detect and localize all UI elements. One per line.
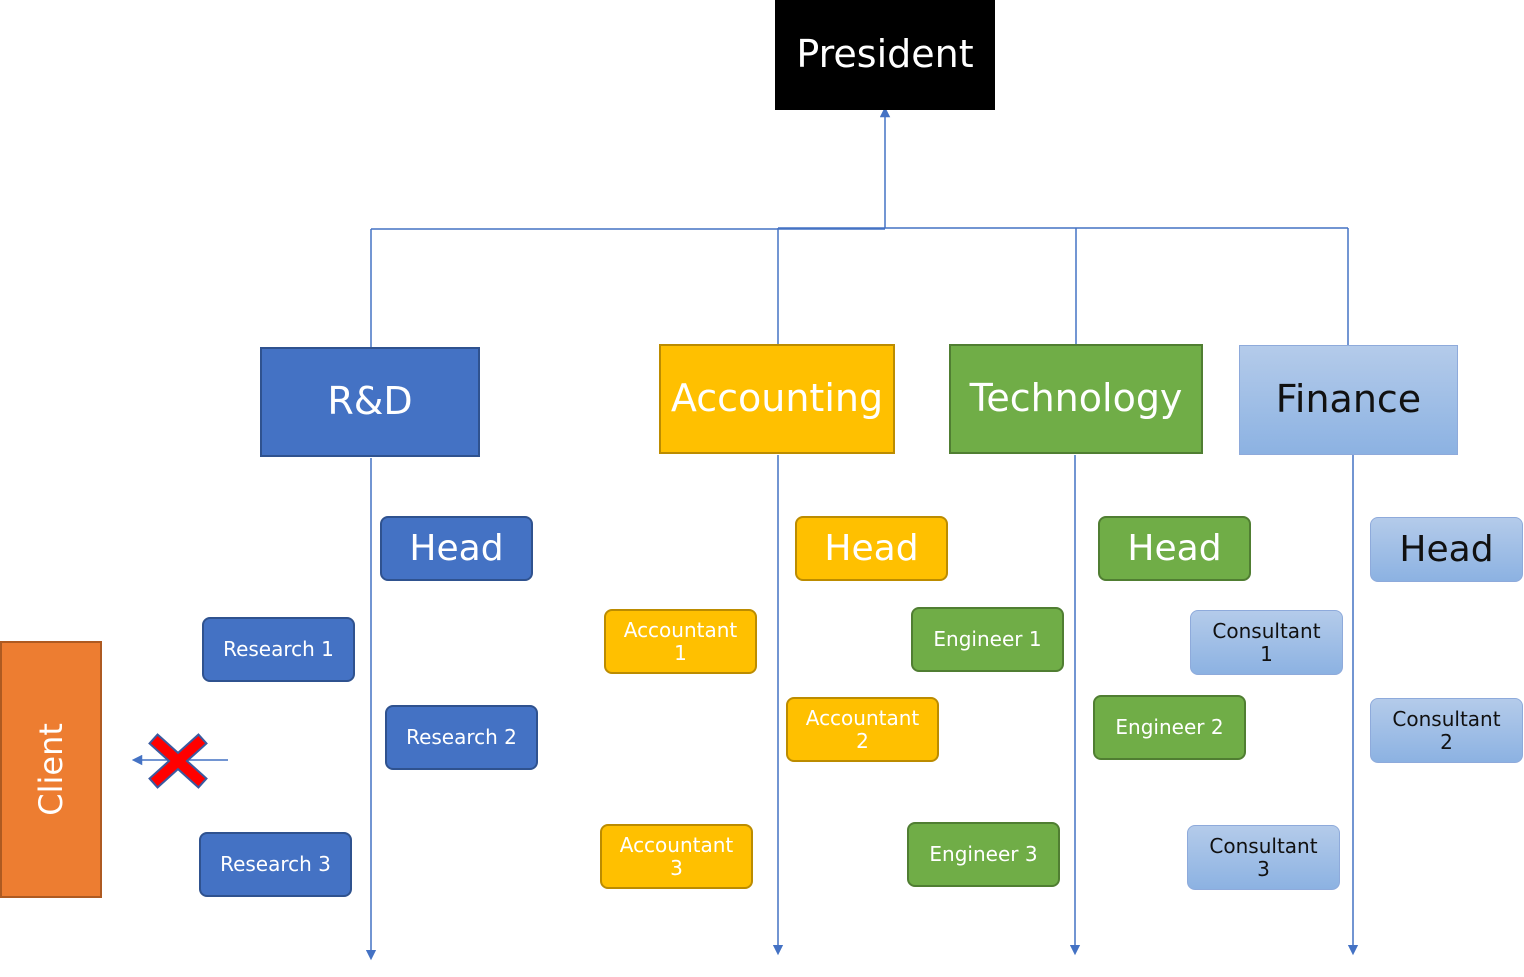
staff-consultant-1: Consultant 1 <box>1190 610 1343 675</box>
staff-accountant-2: Accountant 2 <box>786 697 939 762</box>
staff-accountant-1: Accountant 1 <box>604 609 757 674</box>
client-box: Client <box>0 641 102 898</box>
president-box: President <box>775 0 995 110</box>
staff-engineer-1: Engineer 1 <box>911 607 1064 672</box>
staff-consultant-2: Consultant 2 <box>1370 698 1523 763</box>
staff-engineer-2: Engineer 2 <box>1093 695 1246 760</box>
dept-accounting: Accounting <box>659 344 895 454</box>
head-accounting: Head <box>795 516 948 581</box>
head-finance: Head <box>1370 517 1523 582</box>
staff-engineer-3: Engineer 3 <box>907 822 1060 887</box>
head-rd: Head <box>380 516 533 581</box>
staff-accountant-3: Accountant 3 <box>600 824 753 889</box>
staff-research-3: Research 3 <box>199 832 352 897</box>
dept-finance: Finance <box>1239 345 1458 455</box>
head-technology: Head <box>1098 516 1251 581</box>
dept-technology: Technology <box>949 344 1203 454</box>
staff-research-1: Research 1 <box>202 617 355 682</box>
staff-research-2: Research 2 <box>385 705 538 770</box>
client-label: Client <box>31 723 70 816</box>
staff-consultant-3: Consultant 3 <box>1187 825 1340 890</box>
department-bus <box>371 227 1348 230</box>
blocked-x-icon <box>148 733 208 789</box>
dept-rd: R&D <box>260 347 480 457</box>
